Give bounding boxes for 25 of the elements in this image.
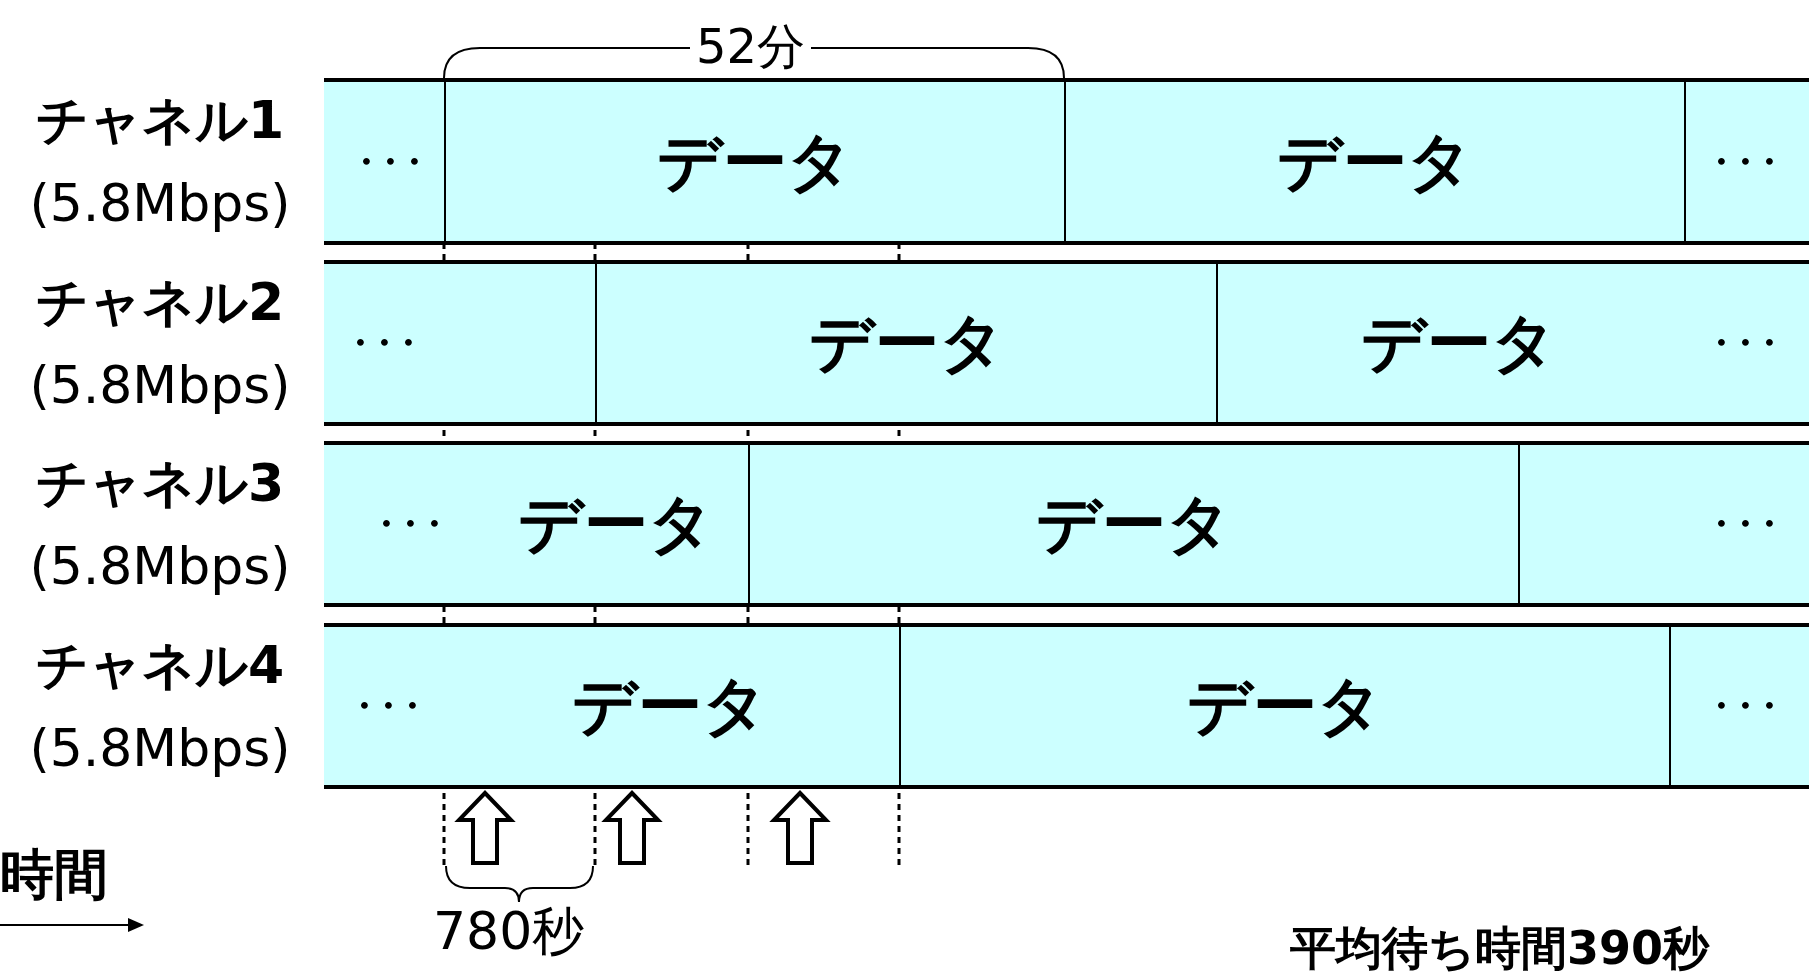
channel-label: チャネル3	[35, 456, 285, 509]
channel-label: チャネル2	[35, 275, 285, 328]
slot-text: データ	[808, 311, 1005, 375]
slot-text: データ	[1036, 492, 1232, 556]
slot-text: ・・・	[1703, 688, 1775, 724]
channel-label: チャネル1	[35, 93, 285, 146]
dimension-label: 時間	[0, 848, 108, 902]
slot-text: データ	[1277, 129, 1473, 194]
slot-text: データ	[518, 492, 714, 556]
slot-text: ・・・	[1703, 325, 1775, 361]
slot-text: データ	[657, 129, 853, 194]
slot-text: データ	[571, 674, 768, 738]
slot-text: ・・・	[368, 506, 440, 542]
slot-text: ・・・	[1703, 143, 1775, 180]
slot-text: ・・・	[346, 688, 418, 724]
slot-text: データ	[1361, 311, 1557, 375]
note-text: 平均待ち時間390秒	[1290, 925, 1710, 971]
dimension-label: 52分	[690, 22, 812, 70]
slot-text: ・・・	[1703, 506, 1775, 542]
slot-text: データ	[1187, 674, 1383, 738]
dimension-label: 780秒	[433, 905, 585, 957]
slot-text: ・・・	[348, 143, 420, 180]
channel-label: チャネル4	[35, 638, 285, 691]
channel-label: (5.8Mbps)	[29, 177, 291, 230]
slot-text: ・・・	[342, 325, 414, 361]
